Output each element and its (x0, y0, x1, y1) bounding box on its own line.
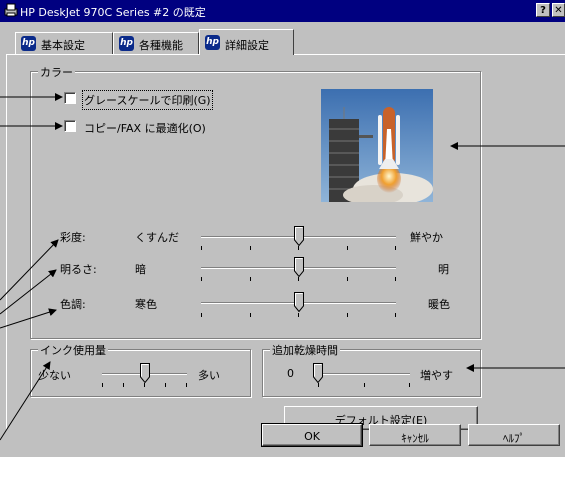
dry-time-group (262, 349, 481, 397)
slider-tick (395, 246, 396, 250)
title-bar: HP DeskJet 970C Series #2 の既定 ? ✕ (0, 0, 565, 22)
ink-min-label: 少ない (38, 369, 71, 382)
saturation-slider-thumb[interactable] (293, 226, 304, 246)
tone-max-label: 暖色 (428, 298, 450, 311)
tone-label: 色調: (60, 298, 86, 311)
saturation-label: 彩度: (60, 231, 86, 244)
slider-tick (364, 383, 365, 387)
callout-arrow (0, 308, 57, 329)
tab-features[interactable]: hp 各種機能 (113, 32, 199, 54)
slider-tick (123, 383, 124, 387)
ok-button-label: OK (304, 430, 320, 443)
callout-arrow (0, 361, 51, 441)
slider-tick (201, 277, 202, 281)
tab-label: 基本設定 (41, 39, 85, 52)
color-group (30, 71, 481, 339)
dry-max-label: 増やす (420, 369, 453, 382)
slider-tick (347, 277, 348, 281)
dry-track (318, 373, 410, 375)
dry-time-legend: 追加乾燥時間 (270, 342, 340, 358)
printer-icon (4, 3, 18, 17)
slider-tick (201, 246, 202, 250)
slider-tick (165, 383, 166, 387)
callout-arrow (0, 239, 59, 301)
ink-usage-group (30, 349, 251, 397)
window-title: HP DeskJet 970C Series #2 の既定 (20, 6, 206, 19)
slider-tick (144, 383, 145, 387)
default-settings-button-label: デフォルト設定(E) (334, 414, 428, 427)
slider-tick (201, 313, 202, 317)
brightness-slider-thumb[interactable] (293, 257, 304, 277)
brightness-min-label: 暗 (135, 263, 146, 276)
slider-tick (409, 383, 410, 387)
grayscale-checkbox[interactable] (64, 92, 76, 104)
help-button-label: ﾍﾙﾌﾟ (503, 432, 525, 445)
slider-tick (347, 246, 348, 250)
slider-tick (395, 313, 396, 317)
slider-tick (102, 383, 103, 387)
printer-properties-dialog: HP DeskJet 970C Series #2 の既定 ? ✕ hp 基本設… (0, 0, 565, 457)
hp-logo-icon: hp (119, 36, 134, 51)
hp-logo-icon: hp (21, 36, 36, 51)
optimize-fax-checkbox[interactable] (64, 120, 76, 132)
ok-button[interactable]: OK (261, 423, 363, 447)
ink-slider-thumb[interactable] (139, 363, 150, 383)
slider-tick (250, 277, 251, 281)
tone-min-label: 寒色 (135, 298, 157, 311)
tab-advanced[interactable]: hp 詳細設定 (199, 29, 294, 55)
slider-tick (347, 313, 348, 317)
tab-basic[interactable]: hp 基本設定 (15, 32, 113, 54)
help-title-button[interactable]: ? (536, 3, 550, 17)
brightness-max-label: 明 (438, 263, 449, 276)
slider-tick (250, 246, 251, 250)
color-group-legend: カラー (38, 64, 75, 80)
tab-label: 詳細設定 (225, 39, 269, 52)
help-button[interactable]: ﾍﾙﾌﾟ (468, 424, 560, 446)
dry-min-label: 0 (287, 367, 294, 380)
saturation-min-label: くすんだ (135, 231, 179, 244)
slider-tick (250, 313, 251, 317)
hp-logo-icon: hp (205, 35, 220, 50)
tone-slider-thumb[interactable] (293, 292, 304, 312)
tab-label: 各種機能 (139, 39, 183, 52)
slider-tick (298, 246, 299, 250)
slider-tick (298, 313, 299, 317)
preview-image (321, 89, 433, 202)
slider-tick (298, 277, 299, 281)
slider-tick (318, 383, 319, 387)
ink-max-label: 多い (198, 369, 220, 382)
brightness-label: 明るさ: (60, 263, 97, 276)
slider-tick (395, 277, 396, 281)
ink-usage-legend: インク使用量 (38, 342, 108, 358)
slider-tick (186, 383, 187, 387)
dry-slider-thumb[interactable] (313, 363, 323, 383)
grayscale-label[interactable]: グレースケールで印刷(G) (82, 90, 213, 110)
saturation-max-label: 鮮やか (410, 231, 443, 244)
space-shuttle-launch-image (321, 89, 433, 202)
callout-arrow (0, 269, 57, 315)
cancel-button-label: ｷｬﾝｾﾙ (401, 432, 429, 445)
optimize-fax-label[interactable]: コピー/FAX に最適化(O) (84, 122, 206, 135)
cancel-button[interactable]: ｷｬﾝｾﾙ (369, 424, 461, 446)
